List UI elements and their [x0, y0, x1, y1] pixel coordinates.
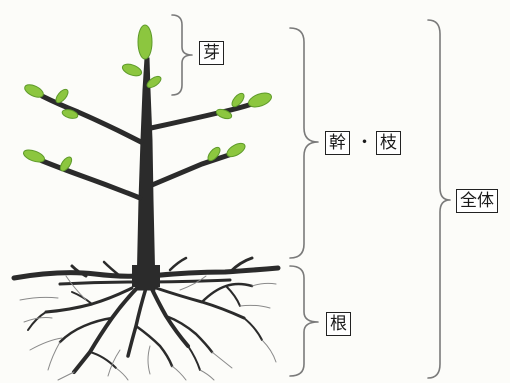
trunk-branch-separator: ・ — [356, 133, 373, 153]
trunk — [137, 58, 155, 290]
fine-root — [252, 283, 276, 286]
trunk-label: 幹 — [325, 131, 350, 155]
brace-whole — [428, 20, 450, 378]
fine-root — [180, 276, 206, 290]
bud-label: 芽 — [199, 41, 224, 65]
secondary-root — [188, 346, 200, 370]
leaf — [22, 148, 46, 165]
branch-lower-right — [152, 154, 232, 185]
fine-root — [262, 340, 276, 362]
branch-upper-right — [151, 104, 252, 128]
whole-label: 全体 — [456, 189, 498, 213]
secondary-root — [136, 326, 172, 366]
main-root — [150, 285, 188, 346]
fine-root — [212, 352, 232, 368]
fine-root — [48, 342, 60, 370]
fine-root — [20, 297, 58, 300]
secondary-root — [72, 292, 92, 304]
brace-bud — [172, 15, 192, 95]
fine-root — [24, 318, 52, 323]
terminal-bud — [138, 25, 152, 59]
fine-root — [172, 366, 186, 380]
secondary-root — [28, 312, 46, 330]
fine-root — [58, 372, 74, 380]
root-label: 根 — [326, 312, 351, 336]
secondary-root — [226, 286, 240, 306]
surface-root — [170, 258, 186, 270]
fine-root — [116, 368, 128, 380]
fine-root — [148, 346, 150, 374]
fine-root — [200, 370, 214, 380]
leaf — [121, 62, 143, 78]
brace-root — [290, 266, 318, 376]
fine-root — [240, 305, 270, 308]
branch-upper-left — [42, 96, 141, 142]
braces — [172, 15, 450, 378]
surface-root — [14, 273, 140, 278]
fine-root — [66, 276, 86, 300]
main-root — [128, 288, 146, 356]
secondary-root — [244, 318, 262, 340]
branch-label: 枝 — [376, 131, 401, 155]
trunk-and-branches — [40, 58, 252, 290]
branch-lower-left — [40, 160, 140, 198]
root-collar — [132, 265, 160, 287]
leaf — [54, 87, 70, 104]
brace-trunk-branch — [290, 28, 318, 258]
